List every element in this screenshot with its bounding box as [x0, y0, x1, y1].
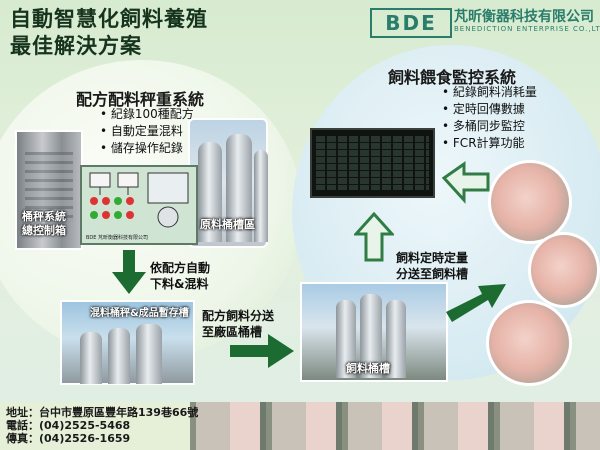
cabinet-label-line-1: 桶秤系統	[22, 210, 66, 223]
control-panel-diagram: BDE 芃昕衡器科技有限公司	[80, 165, 198, 245]
recipe-system-features: 紀錄100種配方 自動定量混料 儲存操作紀錄	[100, 106, 194, 157]
title-line-2: 最佳解決方案	[10, 34, 142, 58]
company-english-name: BENEDICTION ENTERPRISE CO.,LTD	[454, 25, 600, 33]
step2-text-line-2: 至廠區桶槽	[202, 325, 263, 339]
monitor-feature: 多桶同步監控	[442, 118, 537, 135]
pigs-photo-1	[488, 160, 572, 244]
step2-text-line-1: 配方飼料分送	[202, 309, 275, 323]
contact-info: 地址：台中市豐原區豐年路139巷66號 電話：(04)2525-5468 傳真：…	[6, 406, 198, 445]
panel-schematic	[89, 172, 189, 228]
monitor-system-title: 飼料餵食監控系統	[388, 68, 517, 87]
pigs-photo-3	[486, 300, 572, 386]
monitor-feature: 紀錄飼料消耗量	[442, 84, 537, 101]
feed-silo-label: 飼料桶槽	[346, 362, 390, 375]
contact-phone: 電話：(04)2525-5468	[6, 419, 131, 432]
contact-fax: 傳真：(04)2526-1659	[6, 432, 131, 445]
cabinet-label: 桶秤系統 總控制箱	[22, 210, 66, 238]
monitor-feature: 定時回傳數據	[442, 101, 537, 118]
cabinet-label-line-2: 總控制箱	[22, 224, 66, 237]
right-arrow	[230, 334, 294, 368]
feed-silo-photo	[300, 282, 448, 382]
step1-text: 依配方自動 下料&混料	[150, 260, 210, 292]
step1-text-line-2: 下料&混料	[150, 277, 209, 291]
raw-material-silos-photo	[188, 118, 268, 248]
mixing-area-photo	[60, 300, 195, 385]
monitor-screenshot	[310, 128, 435, 198]
step3-text: 飼料定時定量 分送至飼料槽	[396, 250, 468, 282]
recipe-feature: 自動定量混料	[100, 123, 194, 140]
monitor-system-features: 紀錄飼料消耗量 定時回傳數據 多桶同步監控 FCR計算功能	[442, 84, 537, 152]
pigs-photo-2	[528, 232, 600, 308]
company-name: 芃昕衡器科技有限公司	[454, 9, 594, 25]
up-arrow	[354, 212, 394, 262]
monitor-feature: FCR計算功能	[442, 135, 537, 152]
poster-title: 自動智慧化飼料養殖 最佳解決方案	[10, 6, 208, 60]
recipe-feature: 紀錄100種配方	[100, 106, 194, 123]
recipe-feature: 儲存操作紀錄	[100, 140, 194, 157]
step1-text-line-1: 依配方自動	[150, 261, 211, 275]
down-arrow	[112, 250, 146, 294]
logo-mark: BDE	[370, 8, 452, 38]
step2-text: 配方飼料分送 至廠區桶槽	[202, 308, 274, 340]
recipe-system-title: 配方配料秤重系統	[76, 90, 205, 109]
footer-pig-photo-strip	[190, 402, 600, 450]
diagonal-right-arrow	[446, 284, 506, 322]
title-line-1: 自動智慧化飼料養殖	[10, 7, 208, 31]
panel-caption: BDE 芃昕衡器科技有限公司	[86, 235, 149, 241]
step3-text-line-1: 飼料定時定量	[396, 251, 469, 265]
contact-address: 地址：台中市豐原區豐年路139巷66號	[6, 406, 199, 419]
step3-text-line-2: 分送至飼料槽	[396, 267, 469, 281]
company-logo: BDE 芃昕衡器科技有限公司 BENEDICTION ENTERPRISE CO…	[370, 6, 600, 40]
raw-silo-label: 原料桶槽區	[200, 218, 255, 231]
diagonal-arrow	[441, 161, 490, 204]
mixing-area-label: 混料桶秤&成品暫存槽	[90, 308, 189, 319]
